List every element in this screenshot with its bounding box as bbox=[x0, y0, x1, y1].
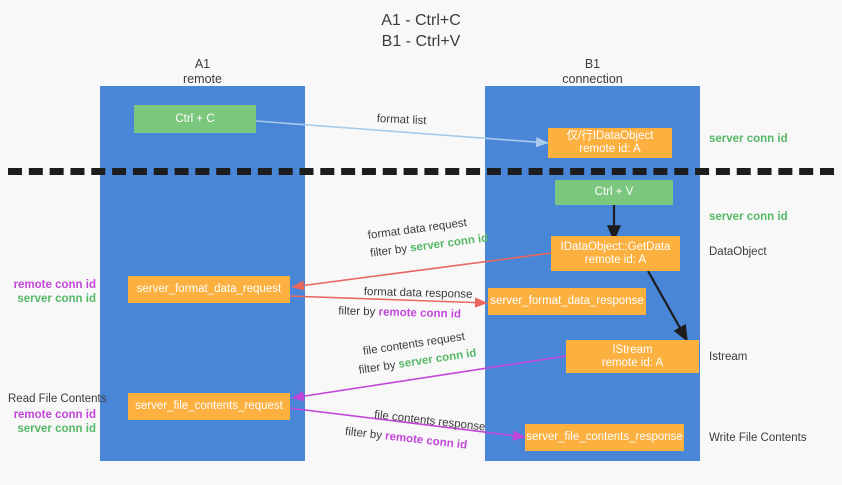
edge-label-format-data-request-filter-prefix: filter by bbox=[369, 242, 411, 260]
phase-divider bbox=[8, 168, 834, 175]
edge-label-format-data-response-filter-prefix: filter by bbox=[338, 305, 379, 319]
node-ctrl-v[interactable]: Ctrl + V bbox=[555, 180, 673, 205]
annotation-istream: Istream bbox=[709, 351, 748, 363]
node-ctrl-c[interactable]: Ctrl + C bbox=[134, 105, 256, 133]
edge-label-file-contents-request-group: file contents request filter by server c… bbox=[358, 327, 484, 377]
annotation-server-conn-id-top: server conn id bbox=[709, 133, 788, 145]
page-title: A1 - Ctrl+C B1 - Ctrl+V bbox=[381, 12, 461, 50]
annotation-write-file-contents: Write File Contents bbox=[709, 432, 807, 444]
swimlane-a1-header: A1 remote bbox=[183, 57, 222, 86]
annotation-left-conn-ids-1: remote conn id server conn id bbox=[8, 278, 96, 306]
edge-label-file-contents-request-filter-prefix: filter by bbox=[357, 358, 400, 377]
edge-label-format-data-response-filter-value: remote conn id bbox=[378, 306, 462, 321]
annotation-left-remote-conn-id-2: remote conn id bbox=[13, 409, 96, 421]
node-idataobject-getdata[interactable]: IDataObject::GetData remote id: A bbox=[551, 236, 680, 271]
node-server-format-data-request[interactable]: server_format_data_request bbox=[128, 276, 290, 303]
edge-label-format-list: format list bbox=[376, 112, 427, 128]
node-server-format-data-response[interactable]: server_format_data_response bbox=[488, 288, 646, 315]
annotation-read-file-contents: Read File Contents bbox=[8, 393, 107, 405]
annotation-server-conn-id-mid: server conn id bbox=[709, 211, 788, 223]
edge-label-format-data-response-group: format data response filter by remote co… bbox=[338, 285, 486, 321]
edge-label-file-contents-response-filter-value: remote conn id bbox=[384, 430, 468, 452]
edge-label-format-data-response: format data response bbox=[363, 285, 473, 301]
annotation-dataobject: DataObject bbox=[709, 246, 767, 258]
edge-label-file-contents-response-group: file contents response filter by remote … bbox=[344, 408, 497, 452]
node-server-file-contents-response[interactable]: server_file_contents_response bbox=[525, 424, 684, 451]
annotation-left-server-conn-id-1: server conn id bbox=[17, 293, 96, 305]
annotation-left-server-conn-id-2: server conn id bbox=[17, 423, 96, 435]
node-idataobject-remote[interactable]: 仅/行IDataObject remote id: A bbox=[548, 128, 672, 158]
annotation-left-remote-conn-id-1: remote conn id bbox=[13, 279, 96, 291]
node-istream-remote[interactable]: IStream remote id: A bbox=[566, 340, 699, 373]
node-server-file-contents-request[interactable]: server_file_contents_request bbox=[128, 393, 290, 420]
swimlane-b1-header: B1 connection bbox=[562, 57, 623, 86]
edge-label-format-data-request-group: format data request filter by server con… bbox=[367, 213, 489, 260]
edge-label-file-contents-response-filter-prefix: filter by bbox=[344, 425, 386, 443]
annotation-left-read-file-contents-group: Read File Contents remote conn id server… bbox=[8, 392, 107, 435]
